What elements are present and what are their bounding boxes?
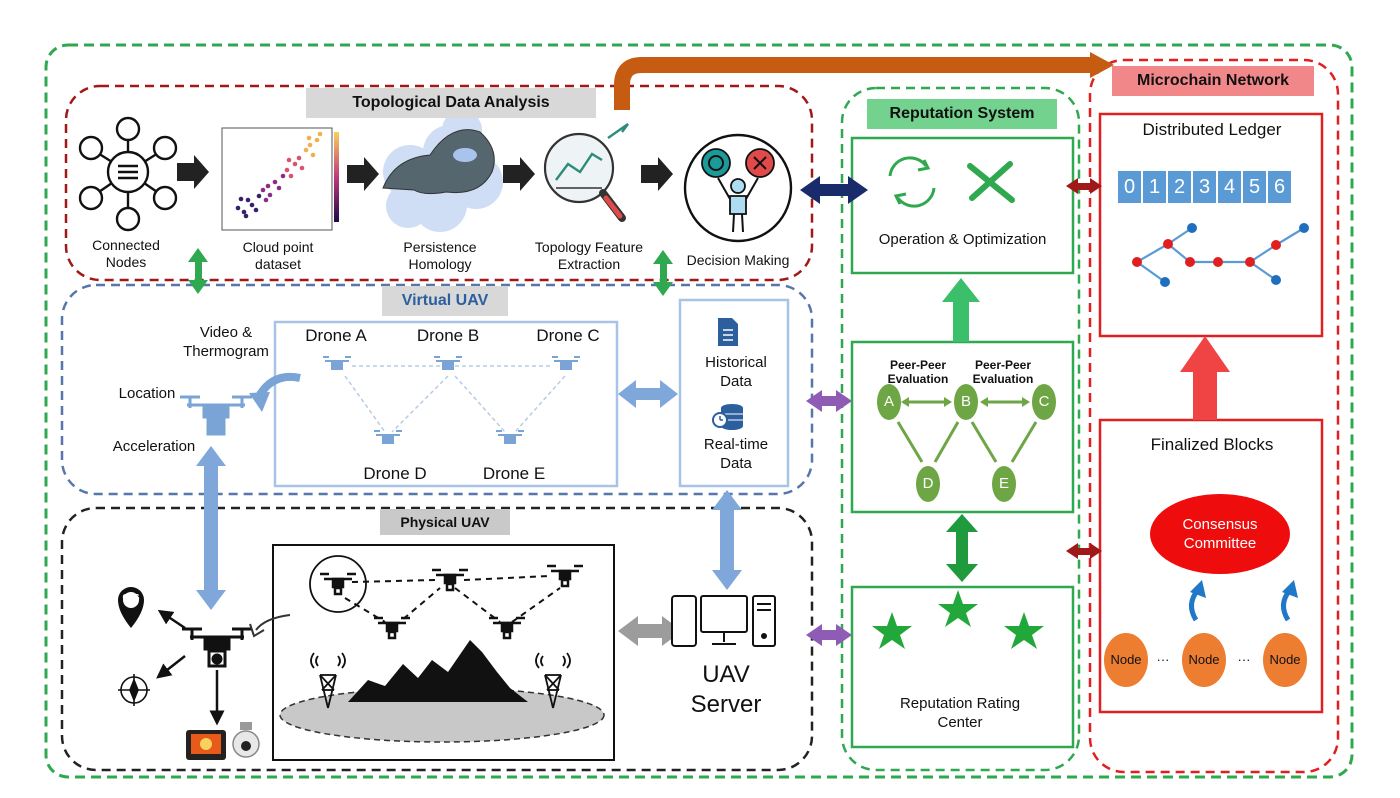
peer-node-b: B <box>960 393 971 410</box>
node-ellipsis-2: ··· <box>1237 652 1251 667</box>
refresh-icon <box>888 156 936 208</box>
virtual-drones <box>323 356 580 444</box>
reputation-up-arrow <box>942 278 980 342</box>
drone-d-label: Drone D <box>363 464 427 483</box>
server-devices-icon <box>671 595 776 647</box>
scatter-plot-icon <box>221 127 339 231</box>
reputation-system-title: Reputation System <box>867 99 1057 129</box>
physical-uav-title: Physical UAV <box>380 509 510 535</box>
document-icon <box>718 318 738 346</box>
peer-node-d: D <box>922 475 934 492</box>
peer-graph-nodes <box>877 384 1056 502</box>
uav-server-label: UAV Server <box>690 661 762 718</box>
connected-nodes-label: Connected Nodes <box>92 237 160 270</box>
topology-feature-icon <box>543 123 629 222</box>
gps-icon <box>118 587 144 628</box>
video-thermogram-label: Video & Thermogram <box>183 324 269 360</box>
rating-stars <box>872 590 1044 649</box>
node-label-2: Node <box>1188 652 1220 667</box>
gimbal-camera-icon <box>232 722 260 758</box>
curved-arrow-physical <box>255 614 291 631</box>
mountain-silhouette <box>348 640 528 702</box>
physical-drones <box>320 564 583 640</box>
node-label-3: Node <box>1269 652 1301 667</box>
realtime-data-label: Real-time Data <box>703 436 769 472</box>
orange-arrow <box>614 57 1092 110</box>
light-blue-arrows <box>196 380 742 610</box>
cloud-point-label: Cloud point dataset <box>242 239 314 272</box>
microchain-section-border <box>1088 58 1340 774</box>
peer-graph-arrowheads <box>901 397 1030 407</box>
drone-swarm-box <box>273 320 619 488</box>
peer-evaluation-label-2: Peer-Peer Evaluation <box>972 358 1034 386</box>
acceleration-label: Acceleration <box>112 438 196 455</box>
cell-tower-left <box>310 652 346 709</box>
decision-making-label: Decision Making <box>686 252 790 268</box>
tda-title: Topological Data Analysis <box>306 88 596 118</box>
consensus-committee-label: Consensus Committee <box>1182 516 1258 552</box>
ledger-box <box>1098 112 1324 338</box>
ledger-cell-5: 5 <box>1243 171 1266 203</box>
ledger-cell-2: 2 <box>1168 171 1191 203</box>
reputation-section-border <box>840 86 1081 772</box>
peer-graph-edges <box>896 400 1038 463</box>
finalized-blocks-title: Finalized Blocks <box>1150 435 1274 454</box>
ledger-tree-nodes <box>1132 223 1309 287</box>
microchain-up-arrow <box>1180 336 1230 420</box>
dark-red-double-arrows <box>1066 178 1102 559</box>
peer-node-a: A <box>883 393 894 410</box>
operation-box <box>850 136 1075 275</box>
reputation-double-arrow <box>946 514 978 582</box>
ledger-cell-0: 0 <box>1118 171 1141 203</box>
ledger-cell-6: 6 <box>1268 171 1291 203</box>
selected-drone-circle <box>309 555 367 613</box>
node-label-1: Node <box>1110 652 1142 667</box>
ledger-cells: 0 1 2 3 4 5 6 <box>1118 171 1318 203</box>
thermal-camera-icon <box>186 730 226 760</box>
peer-node-e: E <box>998 475 1009 492</box>
virtual-main-drone <box>180 395 252 436</box>
peer-evaluation-label-1: Peer-Peer Evaluation <box>887 358 949 386</box>
microchain-network-title: Microchain Network <box>1112 66 1314 96</box>
virtual-drone-connections <box>344 365 566 433</box>
drone-c-label: Drone C <box>536 326 600 345</box>
location-label: Location <box>118 385 176 402</box>
drone-e-label: Drone E <box>482 464 546 483</box>
operation-optimization-label: Operation & Optimization <box>878 231 1047 248</box>
consensus-ellipse <box>1150 494 1290 574</box>
physical-drone-arrows <box>156 609 225 726</box>
compass-icon <box>118 674 150 706</box>
ledger-tree-edges <box>1136 227 1305 283</box>
purple-double-arrows <box>806 390 852 646</box>
peer-node-c: C <box>1038 393 1050 410</box>
distributed-ledger-title: Distributed Ledger <box>1142 120 1282 139</box>
database-icon <box>712 404 743 430</box>
virtual-uav-title: Virtual UAV <box>382 286 508 316</box>
ledger-cell-3: 3 <box>1193 171 1216 203</box>
ledger-cell-1: 1 <box>1143 171 1166 203</box>
persistence-homology-label: Persistence Homology <box>403 239 477 272</box>
green-vertical-arrows <box>188 248 673 296</box>
tda-flow-arrows <box>177 155 673 191</box>
node-ellipsis-1: ··· <box>1156 652 1170 667</box>
ledger-cell-4: 4 <box>1218 171 1241 203</box>
outer-frame <box>44 43 1354 779</box>
persistence-homology-icon <box>382 110 503 232</box>
cell-tower-right <box>535 652 571 709</box>
drone-b-label: Drone B <box>416 326 480 345</box>
rating-center-label: Reputation Rating Center <box>899 695 1021 731</box>
tda-section-border <box>64 84 814 282</box>
navy-double-arrow <box>800 176 868 204</box>
node-ellipses <box>1104 633 1307 687</box>
physical-main-drone <box>182 627 252 668</box>
connected-nodes-icon <box>78 116 178 232</box>
decision-making-icon <box>683 133 793 243</box>
historical-data-label: Historical Data <box>705 354 767 390</box>
gps-label: GPS <box>122 593 140 602</box>
drone-a-label: Drone A <box>305 326 367 345</box>
tools-icon <box>967 161 1015 203</box>
topology-feature-label: Topology Feature Extraction <box>534 239 644 272</box>
